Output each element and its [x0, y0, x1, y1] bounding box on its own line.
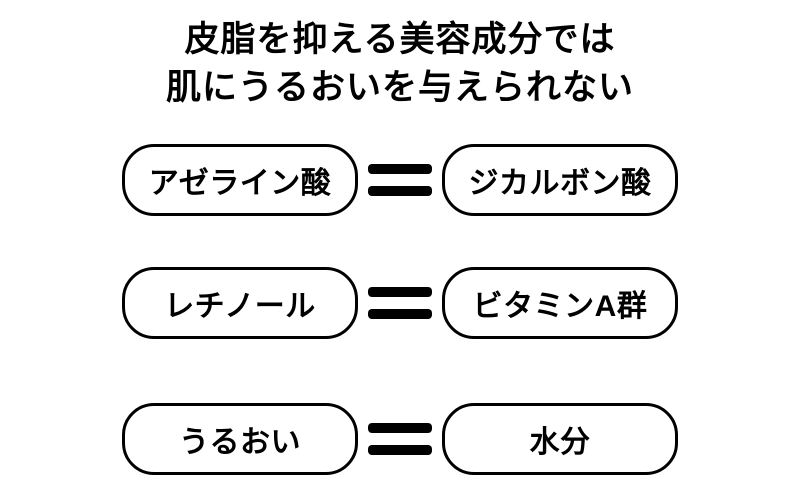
ingredient-pill-left: うるおい [122, 403, 358, 475]
ingredient-pill-left: アゼライン酸 [122, 144, 358, 216]
ingredient-pill-right: ジカルボン酸 [442, 144, 678, 216]
ingredient-pill-right: ビタミンA群 [442, 267, 678, 339]
equals-bar-bottom [368, 309, 432, 319]
equivalence-rows: アゼライン酸 ジカルボン酸 レチノール ビタミンA群 うるおい 水分 [0, 112, 800, 475]
title-line-1: 皮脂を抑える美容成分では [184, 20, 616, 59]
equivalence-row-3: うるおい 水分 [0, 403, 800, 475]
equals-bar-bottom [368, 445, 432, 455]
equals-icon [368, 164, 432, 196]
equivalence-row-2: レチノール ビタミンA群 [0, 267, 800, 339]
equals-bar-top [368, 423, 432, 433]
equals-icon [368, 423, 432, 455]
equals-bar-bottom [368, 186, 432, 196]
page-title: 皮脂を抑える美容成分では 肌にうるおいを与えられない [0, 0, 800, 112]
equals-bar-top [368, 287, 432, 297]
equals-bar-top [368, 164, 432, 174]
ingredient-pill-right: 水分 [442, 403, 678, 475]
ingredient-pill-left: レチノール [122, 267, 358, 339]
equals-icon [368, 287, 432, 319]
title-line-2: 肌にうるおいを与えられない [165, 68, 634, 107]
equivalence-row-1: アゼライン酸 ジカルボン酸 [0, 144, 800, 216]
